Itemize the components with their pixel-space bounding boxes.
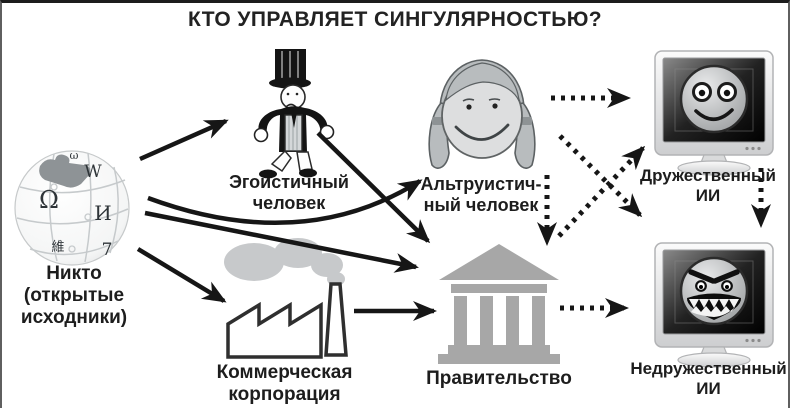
unfriendly-ai-monitor-icon xyxy=(654,242,774,368)
friendly-ai-label: Дружественный ИИ xyxy=(640,166,776,205)
globe-glyph-7: 7 xyxy=(102,240,113,260)
edge-selfish-person-to-government xyxy=(316,131,431,244)
globe-glyph-w: W xyxy=(84,162,102,182)
globe-glyph-cjk: 維 xyxy=(51,240,64,255)
edge-government-to-friendly-ai xyxy=(557,145,646,238)
edge-wikipedia-to-selfish-person xyxy=(139,118,229,162)
edges-layer xyxy=(136,88,771,321)
singularity-diagram-canvas: Ω W И 維 7 ω xyxy=(14,49,774,368)
government-label: Правительство xyxy=(426,368,572,389)
wikipedia-missing-piece xyxy=(39,154,91,188)
government-icon xyxy=(438,244,560,364)
friendly-smiley-icon xyxy=(679,64,749,134)
commercial-corporation-label: Коммерческая корпорация xyxy=(216,362,353,406)
selfish-person-icon xyxy=(253,49,335,179)
selfish-person-label: Эгоистичный человек xyxy=(229,172,349,214)
wikipedia-globe-icon: Ω W И 維 7 ω xyxy=(14,149,130,266)
diagram-title: КТО УПРАВЛЯЕТ СИНГУЛЯРНОСТЬЮ? xyxy=(187,8,602,31)
edge-wikipedia-to-corporation xyxy=(136,247,227,303)
evil-face-icon xyxy=(679,256,749,326)
commercial-corporation-icon xyxy=(224,238,348,359)
edge-altruistic-person-to-unfriendly-ai xyxy=(558,134,643,218)
globe-glyph-omega: Ω xyxy=(39,186,59,214)
friendly-ai-monitor-icon xyxy=(654,50,774,176)
edge-wikipedia-to-government xyxy=(144,210,419,273)
globe-glyph-i: И xyxy=(94,201,111,225)
altruistic-person-label: Альтруистич- ный человек xyxy=(420,174,542,216)
globe-glyph-small-omega: ω xyxy=(70,149,79,162)
altruistic-person-icon xyxy=(428,59,536,169)
edge-wikipedia-to-altruistic-person xyxy=(147,179,423,226)
wikipedia-label: Никто (открытые исходники) xyxy=(20,263,128,329)
unfriendly-ai-label: Недружественный ИИ xyxy=(630,359,787,398)
